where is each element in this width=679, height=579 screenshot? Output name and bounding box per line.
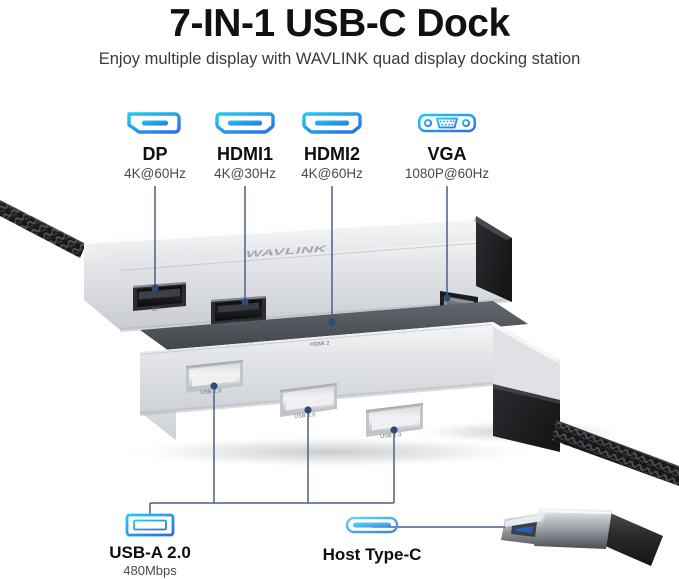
usb-a-icon (90, 512, 210, 538)
callout-dp: DP 4K@60Hz (95, 108, 215, 182)
callout-vga-spec: 1080P@60Hz (404, 166, 490, 181)
callout-usb-a-name: USB-A 2.0 (109, 543, 191, 562)
callout-dp-name: DP (142, 144, 168, 164)
displayport-icon (95, 108, 215, 138)
hdmi-icon (272, 108, 392, 138)
callout-hdmi1: HDMI1 4K@30Hz (185, 108, 305, 182)
callout-dp-spec: 4K@60Hz (124, 166, 186, 181)
usb-c-icon (292, 514, 452, 540)
callout-usb-a-spec: 480Mbps (123, 563, 177, 578)
callout-hdmi2-spec: 4K@60Hz (301, 166, 363, 181)
callout-hdmi1-name: HDMI1 (216, 144, 273, 164)
port-usb-3 (366, 403, 423, 437)
callout-hdmi1-spec: 4K@30Hz (214, 166, 276, 181)
callout-host-type-c: Host Type-C (292, 514, 452, 565)
page-title: 7-IN-1 USB-C Dock (169, 2, 510, 45)
hdmi-icon (185, 108, 305, 138)
right-cable (552, 420, 679, 486)
dock-lower-tier (139, 301, 561, 452)
callout-hdmi2: HDMI2 4K@60Hz (272, 108, 392, 182)
page-subtitle: Enjoy multiple display with WAVLINK quad… (98, 50, 581, 68)
vga-icon (387, 108, 507, 138)
callout-vga-name: VGA (427, 144, 467, 164)
port-hdmi-1 (211, 296, 266, 325)
callout-usb-a: USB-A 2.0 480Mbps (90, 512, 210, 579)
dock-upper-tier: WAVLINK (84, 216, 513, 367)
port-usb-1 (186, 360, 243, 393)
port-usb-2 (280, 383, 337, 417)
left-cable (0, 200, 87, 258)
device-label-dp: DP (152, 306, 161, 313)
callout-host-type-c-name: Host Type-C (322, 545, 422, 564)
port-displayport (133, 282, 186, 311)
callout-hdmi2-name: HDMI2 (303, 144, 360, 164)
callout-vga: VGA 1080P@60Hz (387, 108, 507, 182)
usb-c-plug (501, 508, 663, 566)
